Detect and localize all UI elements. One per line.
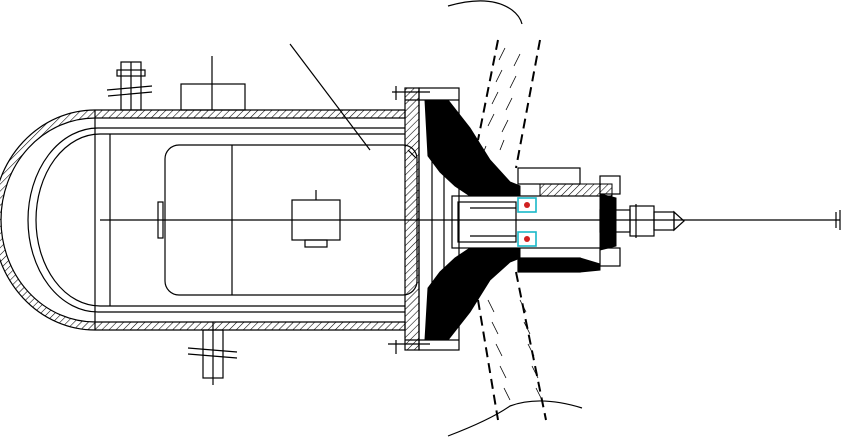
bottom-nozzle-weld-a xyxy=(187,347,238,353)
housing-inner xyxy=(457,201,517,243)
port-middle-body xyxy=(180,83,246,111)
leader-line xyxy=(289,43,371,151)
shaft-nut xyxy=(653,211,675,231)
nozzle-left-flange xyxy=(116,69,146,77)
bottom-nozzle-weld-b xyxy=(187,353,238,359)
inner-liner xyxy=(27,127,405,313)
wall-left-dash-lower xyxy=(477,299,499,421)
bearing-bottom-mark xyxy=(524,236,530,242)
wall-left-dash-upper xyxy=(477,39,499,141)
casting-lower xyxy=(424,247,521,341)
top-nozzle-left xyxy=(106,61,153,111)
output-shaft xyxy=(599,204,685,238)
bearing-top-mark xyxy=(524,202,530,208)
tube-lower-fill xyxy=(517,257,601,273)
bottom-nozzle xyxy=(187,322,238,385)
shaft-point xyxy=(673,210,685,232)
flange-left-plate xyxy=(404,87,420,351)
tube-upper-hatch xyxy=(539,183,613,197)
clamp-ring-top xyxy=(599,175,621,195)
inner-liner-2 xyxy=(35,133,405,307)
bearing-top xyxy=(517,197,537,213)
top-port-middle xyxy=(180,56,246,111)
flange-right-plate xyxy=(418,87,460,351)
wall-break-top xyxy=(447,0,523,25)
shaft-hub xyxy=(629,205,655,237)
nozzle-left-weld-b xyxy=(107,91,153,97)
center-block-base xyxy=(304,239,328,248)
wall-break-bottom xyxy=(447,400,583,437)
clamp-ring-bottom xyxy=(599,247,621,267)
wall-hatch-upper xyxy=(481,47,521,157)
wall-right-dash-lower xyxy=(515,271,547,421)
wall-section xyxy=(447,0,583,437)
shell-hatch-band xyxy=(0,109,406,331)
clamp-ring-body xyxy=(599,193,617,251)
shaft-housing xyxy=(451,167,621,273)
nozzle-left-weld-a xyxy=(106,85,153,91)
wall-casting xyxy=(424,99,521,341)
wall-right-dash-upper xyxy=(515,39,541,169)
wall-hatch-lower xyxy=(487,299,543,401)
bearing-bottom xyxy=(517,231,537,247)
casting-upper xyxy=(424,99,521,197)
tube-upper xyxy=(517,167,581,185)
